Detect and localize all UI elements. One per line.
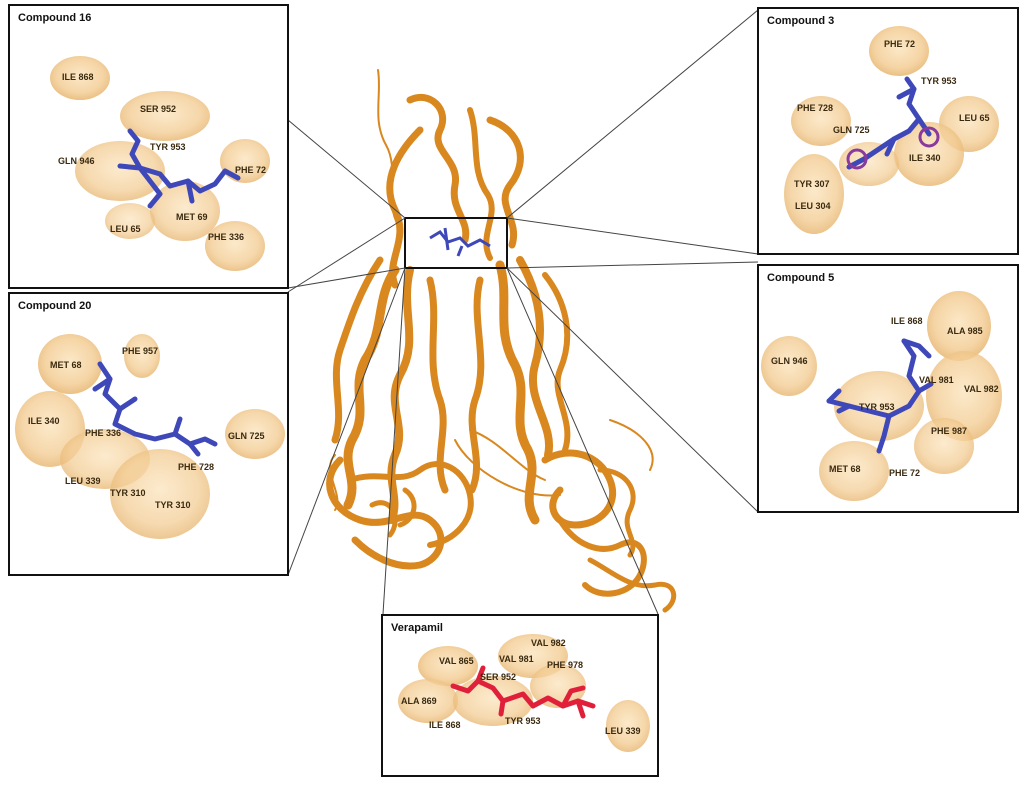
residue-label: GLN 946 — [58, 156, 95, 166]
residue-label: ALA 985 — [947, 326, 983, 336]
residue-label: VAL 981 — [919, 375, 954, 385]
residue-label: PHE 336 — [208, 232, 244, 242]
panel-compound-5: Compound 5 ILE 868 ALA 985 GLN 946 VAL 9… — [757, 264, 1019, 513]
panel-title: Compound 3 — [767, 15, 835, 27]
residue-label: PHE 72 — [235, 165, 266, 175]
residue-label: GLN 725 — [228, 431, 265, 441]
residue-label: ALA 869 — [401, 696, 437, 706]
residue-label: TYR 953 — [921, 76, 957, 86]
panel-compound-3: Compound 3 PHE 72 TYR 953 PHE 728 GLN 72… — [757, 7, 1019, 255]
ligand-stick-icon — [92, 361, 218, 457]
residue-label: PHE 978 — [547, 660, 583, 670]
panel-title: Compound 5 — [767, 272, 835, 284]
residue-label: PHE 728 — [797, 103, 833, 113]
central-ligand — [429, 227, 491, 257]
residue-label: MET 69 — [176, 212, 208, 222]
residue-label: PHE 336 — [85, 428, 121, 438]
residue-label: LEU 65 — [959, 113, 990, 123]
residue-label: ILE 340 — [28, 416, 60, 426]
residue-label: VAL 982 — [531, 638, 566, 648]
residue-label: PHE 987 — [931, 426, 967, 436]
residue-label: LEU 304 — [795, 201, 831, 211]
residue-label: PHE 72 — [884, 39, 915, 49]
residue-label: GLN 725 — [833, 125, 870, 135]
panel-title: Verapamil — [391, 622, 443, 634]
residue-label: PHE 72 — [889, 468, 920, 478]
residue-label: TYR 953 — [150, 142, 186, 152]
residue-label: PHE 728 — [178, 462, 214, 472]
residue-label: TYR 953 — [859, 402, 895, 412]
residue-label: TYR 310 — [155, 500, 191, 510]
residue-label: VAL 865 — [439, 656, 474, 666]
residue-label: PHE 957 — [122, 346, 158, 356]
panel-title: Compound 16 — [18, 12, 92, 24]
panel-compound-16: Compound 16 ILE 868 SER 952 TYR 953 GLN … — [8, 4, 289, 289]
residue-label: ILE 868 — [62, 72, 94, 82]
residue-label: LEU 339 — [65, 476, 101, 486]
ligand-stick-icon — [450, 665, 596, 719]
residue-label: TYR 307 — [794, 179, 830, 189]
binding-pocket-view: VAL 982 VAL 865 VAL 981 PHE 978 SER 952 … — [398, 634, 650, 752]
residue-label: ILE 340 — [909, 153, 941, 163]
residue-label: VAL 982 — [964, 384, 999, 394]
binding-site-box — [404, 217, 508, 269]
panel-verapamil: Verapamil VAL 982 VAL 865 VAL 981 PHE 97… — [381, 614, 659, 777]
ligand-stick-icon — [846, 76, 932, 170]
residue-label: GLN 946 — [771, 356, 808, 366]
panel-title: Compound 20 — [18, 300, 92, 312]
ligand-stick-icon — [117, 128, 241, 209]
residue-label: LEU 65 — [110, 224, 141, 234]
protein-ribbon — [326, 69, 677, 613]
binding-pocket-view: MET 68 PHE 957 ILE 340 PHE 336 GLN 725 P… — [15, 334, 285, 539]
residue-label: LEU 339 — [605, 726, 641, 736]
connector-lines — [287, 9, 759, 615]
residue-label: MET 68 — [829, 464, 861, 474]
ligand-stick-icon — [826, 338, 934, 454]
residue-label: TYR 953 — [505, 716, 541, 726]
residue-label: VAL 981 — [499, 654, 534, 664]
binding-pocket-view: ILE 868 SER 952 TYR 953 GLN 946 PHE 72 M… — [50, 56, 270, 271]
residue-label: SER 952 — [480, 672, 516, 682]
residue-label: ILE 868 — [429, 720, 461, 730]
residue-label: ILE 868 — [891, 316, 923, 326]
binding-pocket-view: ILE 868 ALA 985 GLN 946 VAL 981 VAL 982 … — [761, 291, 1002, 501]
binding-pocket-view: PHE 72 TYR 953 PHE 728 GLN 725 LEU 65 IL… — [784, 26, 999, 234]
residue-label: MET 68 — [50, 360, 82, 370]
residue-label: TYR 310 — [110, 488, 146, 498]
residue-label: SER 952 — [140, 104, 176, 114]
panel-compound-20: Compound 20 MET 68 PHE 957 ILE 340 PHE 3… — [8, 292, 289, 576]
